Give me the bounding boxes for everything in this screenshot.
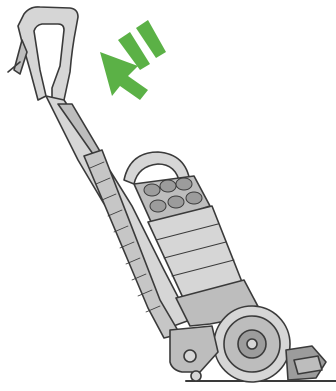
small-wheel [184,350,196,362]
ball-wheel-center [247,339,257,349]
handle-loop [18,7,78,104]
push-down-arrow-icon [100,20,166,100]
cleaner-head [170,326,218,372]
front-brush-cap [294,356,322,374]
small-wheel-rear [191,371,201,381]
